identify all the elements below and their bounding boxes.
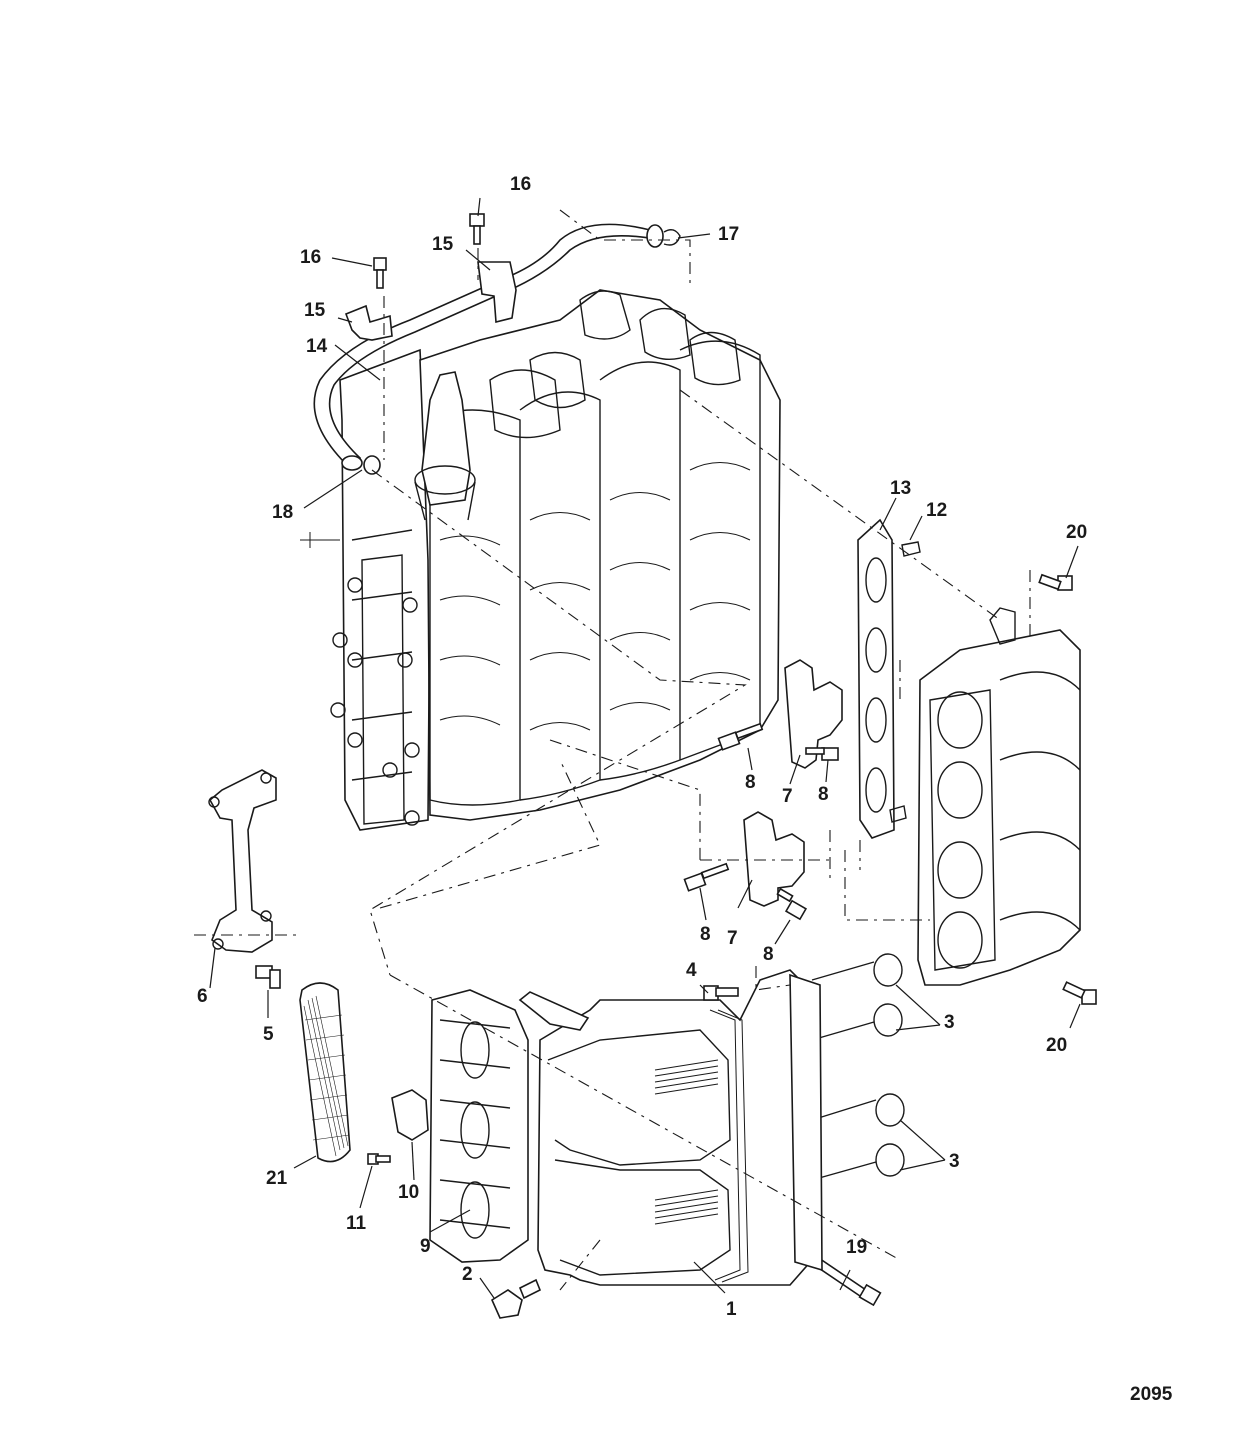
callout-15-lower: 15 xyxy=(304,300,326,321)
callout-16-upper: 16 xyxy=(510,174,531,195)
callout-12: 12 xyxy=(926,500,947,521)
intake-silencer-housing-drawing xyxy=(490,953,905,1319)
filter-cover-drawing xyxy=(299,982,529,1263)
callout-6: 6 xyxy=(197,986,208,1007)
callout-14: 14 xyxy=(306,336,328,357)
callout-8-upper-right: 8 xyxy=(818,784,829,805)
callout-16-left: 16 xyxy=(300,247,321,268)
engine-block-drawing xyxy=(300,289,781,831)
callout-2: 2 xyxy=(462,1264,473,1285)
callout-20-upper: 20 xyxy=(1066,522,1087,543)
callout-9: 9 xyxy=(420,1236,431,1257)
alignment-lines xyxy=(369,209,1031,1291)
callout-3-lower: 3 xyxy=(949,1151,960,1172)
callout-4: 4 xyxy=(686,960,697,981)
hose-assembly-drawing xyxy=(313,213,681,475)
callout-8-lower-right: 8 xyxy=(763,944,774,965)
callout-1: 1 xyxy=(726,1299,737,1320)
callout-8-upper-left: 8 xyxy=(745,772,756,793)
callout-labels: 1 2 3 3 4 5 6 7 7 8 8 8 8 9 10 11 12 13 … xyxy=(197,174,1087,1320)
callout-20-lower: 20 xyxy=(1046,1035,1067,1056)
intake-manifold-drawing xyxy=(917,573,1097,1005)
bracket-drawing xyxy=(683,659,843,921)
callout-10: 10 xyxy=(398,1182,419,1203)
callout-21: 21 xyxy=(266,1168,288,1189)
leader-lines xyxy=(209,197,1081,1299)
callout-17: 17 xyxy=(718,224,739,245)
callout-7-upper: 7 xyxy=(782,786,793,807)
callout-13: 13 xyxy=(890,478,911,499)
callout-3-upper: 3 xyxy=(944,1012,955,1033)
callout-8-lower-left: 8 xyxy=(700,924,711,945)
callout-5: 5 xyxy=(263,1024,274,1045)
callout-7-lower: 7 xyxy=(727,928,738,949)
support-bracket-drawing xyxy=(194,769,300,989)
gasket-drawing xyxy=(857,518,921,839)
callout-11: 11 xyxy=(346,1213,367,1234)
callout-18: 18 xyxy=(272,502,293,523)
figure-number: 2095 xyxy=(1130,1384,1173,1405)
callout-15-upper: 15 xyxy=(432,234,454,255)
callout-19: 19 xyxy=(846,1237,867,1258)
